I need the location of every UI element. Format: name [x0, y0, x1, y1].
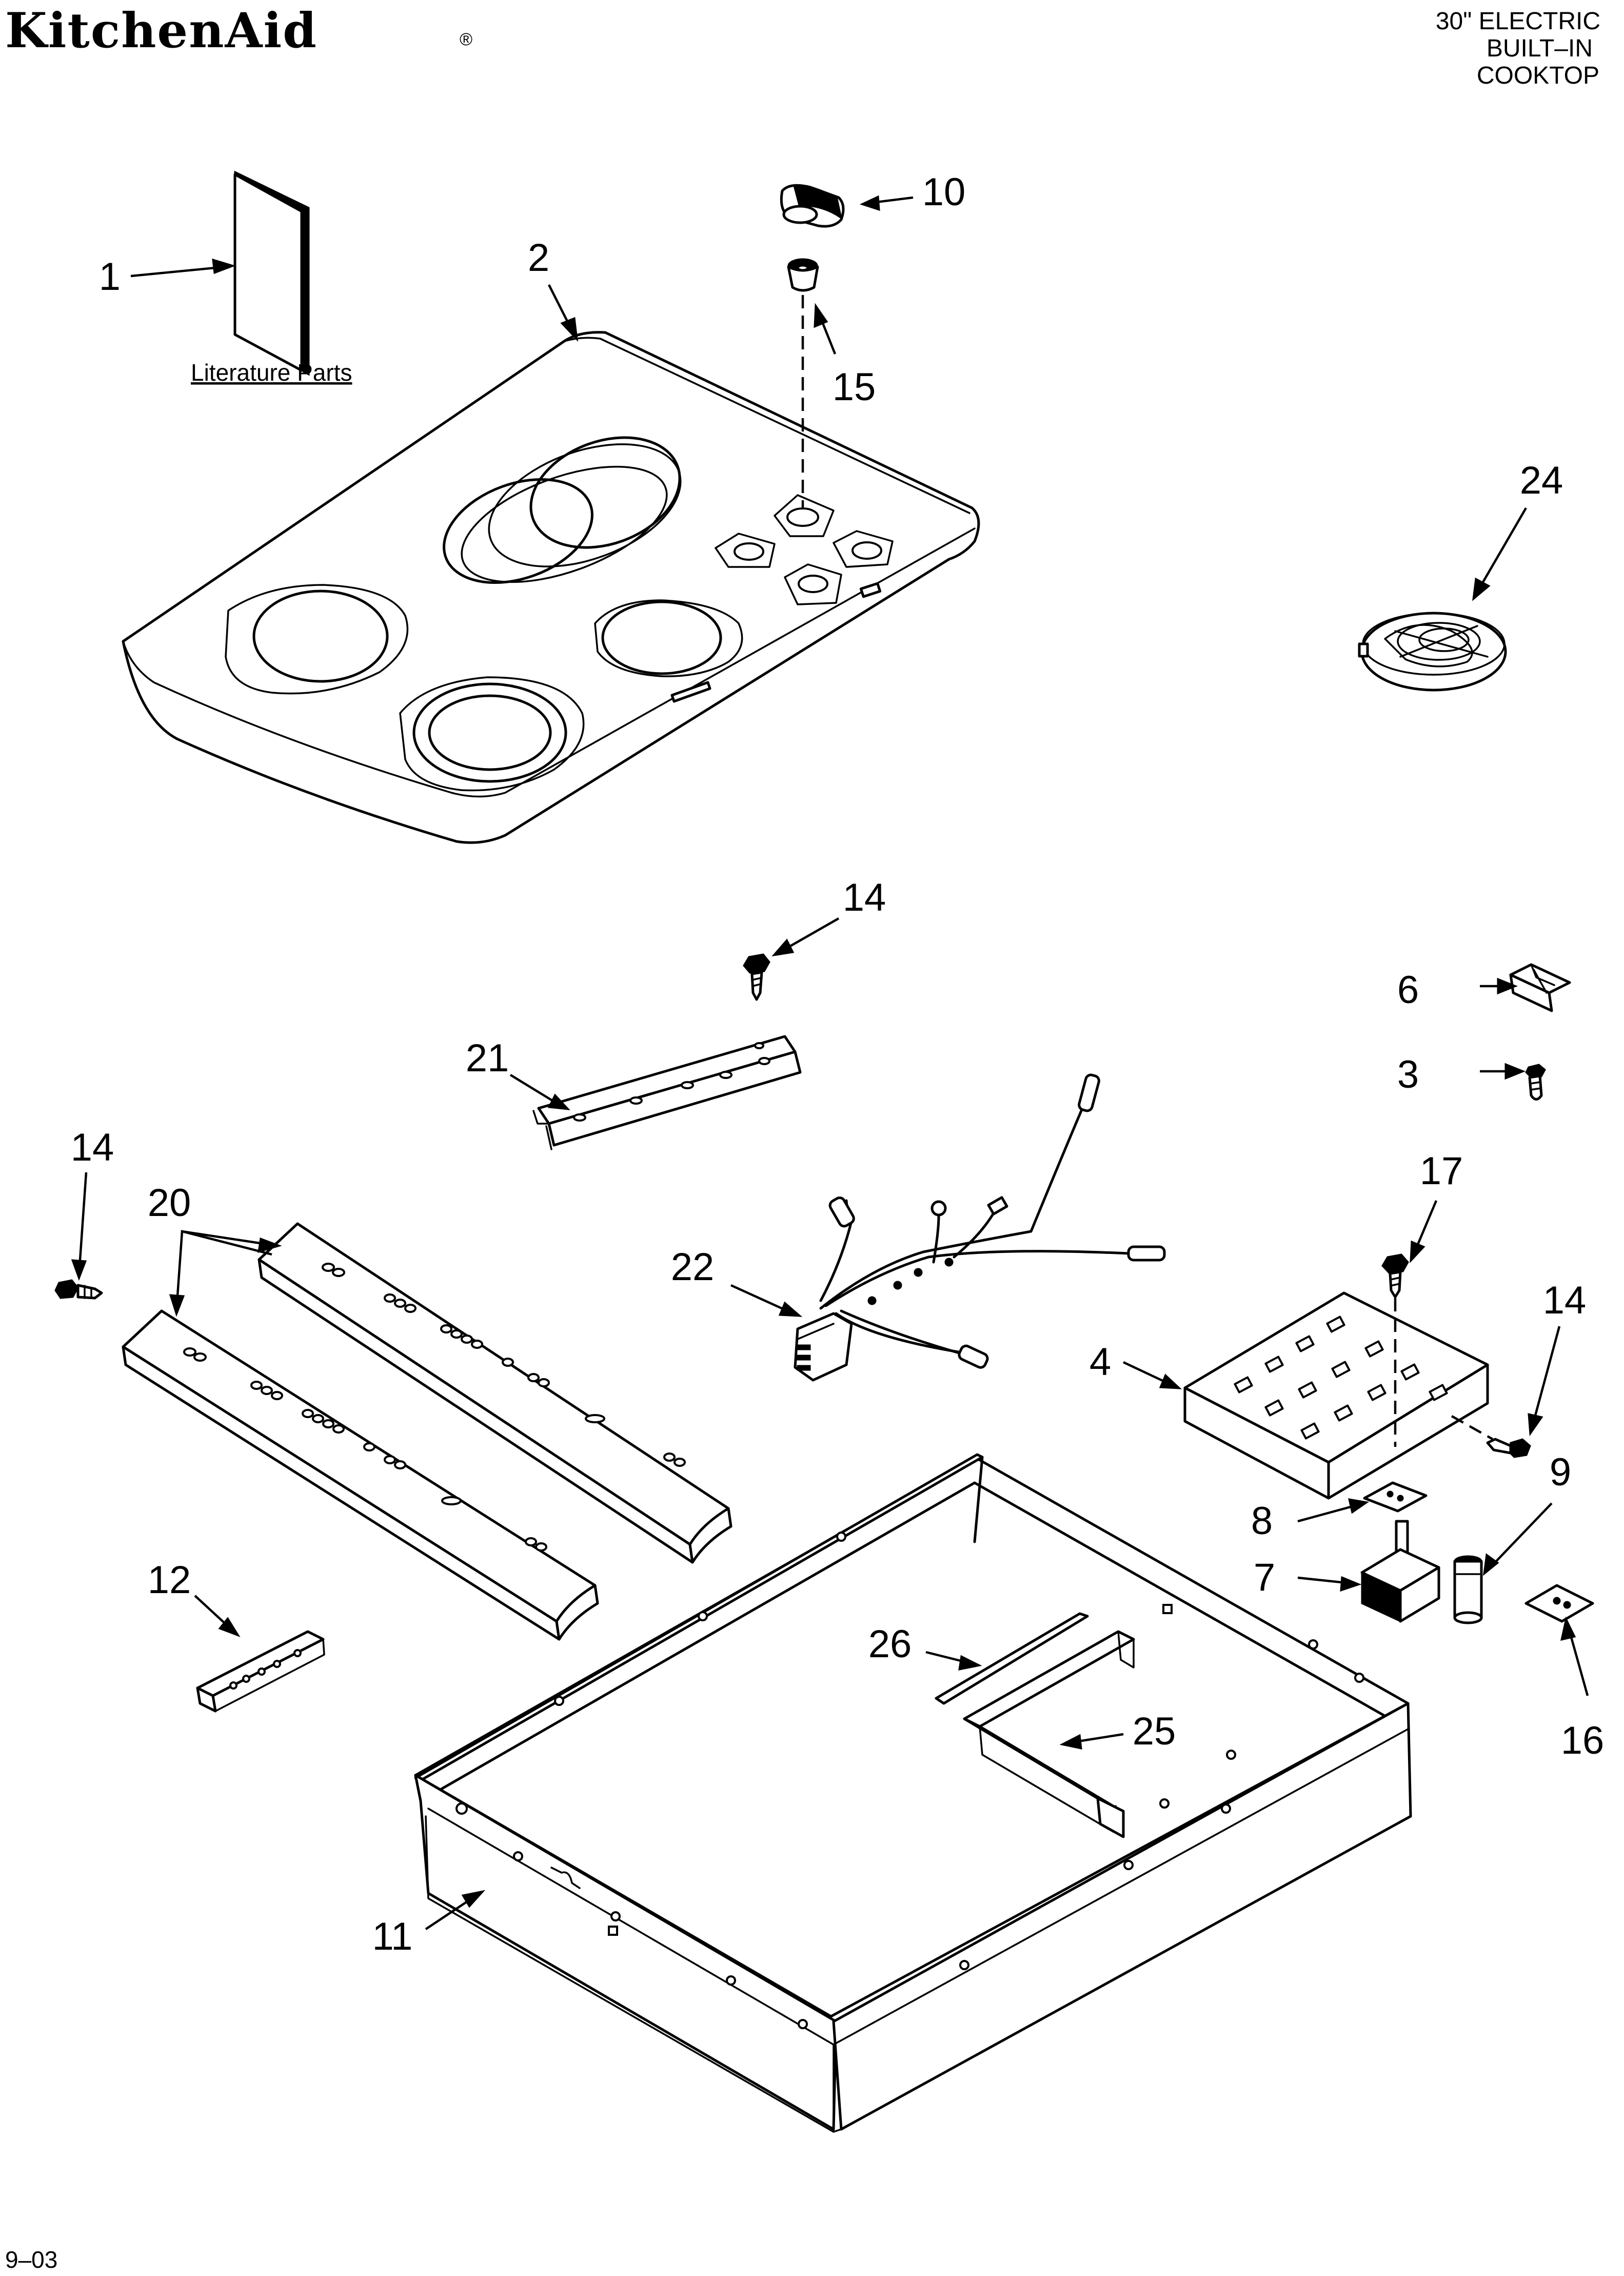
callout-6: 6	[1397, 968, 1419, 1012]
part-1-literature	[233, 170, 310, 376]
part-4-switch-bracket	[1183, 1291, 1494, 1500]
callout-14-top: 14	[843, 876, 886, 919]
callout-2: 2	[528, 236, 549, 280]
part-20-rail-back	[258, 1222, 732, 1564]
title-line-2: BUILT–IN	[1487, 35, 1593, 62]
callout-25: 25	[1133, 1710, 1176, 1753]
callout-8: 8	[1251, 1499, 1273, 1543]
part-11-chassis-box	[414, 1453, 1412, 2133]
part-14-screw-right	[1486, 1438, 1531, 1458]
callout-1: 1	[99, 255, 121, 299]
date-code: 9–03	[5, 2246, 57, 2273]
part-6-clip	[1509, 963, 1571, 1012]
title-line-1: 30" ELECTRIC	[1436, 8, 1600, 35]
callout-9: 9	[1550, 1450, 1571, 1494]
callout-14-left: 14	[71, 1126, 114, 1169]
callout-12: 12	[148, 1558, 191, 1602]
callout-11: 11	[372, 1915, 413, 1958]
part-12-bracket	[196, 1630, 325, 1713]
callout-7: 7	[1254, 1556, 1275, 1599]
part-17-screw	[1381, 1253, 1409, 1299]
registered-mark: ®	[460, 30, 472, 49]
callout-26: 26	[868, 1622, 912, 1666]
part-14-screw-left	[54, 1279, 103, 1300]
callout-14-right: 14	[1543, 1279, 1587, 1322]
part-15-bushing	[787, 258, 819, 292]
callout-22: 22	[671, 1245, 715, 1289]
callout-21: 21	[466, 1036, 509, 1080]
callout-17: 17	[1420, 1149, 1463, 1193]
part-24-surface-element	[1358, 612, 1507, 692]
part-20-rail-front	[122, 1309, 599, 1641]
part-14-screw-top	[743, 953, 770, 1001]
part-2-cooktop	[122, 331, 980, 844]
part-3-screw	[1525, 1064, 1546, 1101]
part-25-brace	[963, 1630, 1135, 1838]
callout-numbers: 1 2 10 15 24 14 21 14 20 22 17 14 6 3 4 …	[71, 170, 1605, 1958]
part-10-knob	[780, 184, 845, 228]
part-8-plate	[1363, 1481, 1428, 1513]
title-line-3: COOKTOP	[1477, 62, 1599, 89]
part-26-strip	[935, 1612, 1089, 1705]
brand-logo: KitchenAid	[5, 3, 318, 59]
part-16-plate	[1524, 1584, 1594, 1623]
callout-10: 10	[922, 170, 966, 214]
literature-parts-label: Literature Parts	[191, 359, 352, 386]
part-7-switch	[1360, 1520, 1440, 1623]
part-9-indicator-light	[1453, 1555, 1483, 1624]
part-21-bracket	[532, 1035, 802, 1150]
leader-lines	[71, 195, 1589, 1930]
callout-20: 20	[148, 1181, 191, 1225]
callout-3: 3	[1397, 1053, 1419, 1096]
part-22-wire-harness	[794, 1073, 1166, 1382]
callout-24: 24	[1520, 459, 1563, 502]
callout-4: 4	[1090, 1340, 1111, 1384]
callout-16: 16	[1561, 1719, 1605, 1762]
callout-15: 15	[833, 365, 876, 409]
